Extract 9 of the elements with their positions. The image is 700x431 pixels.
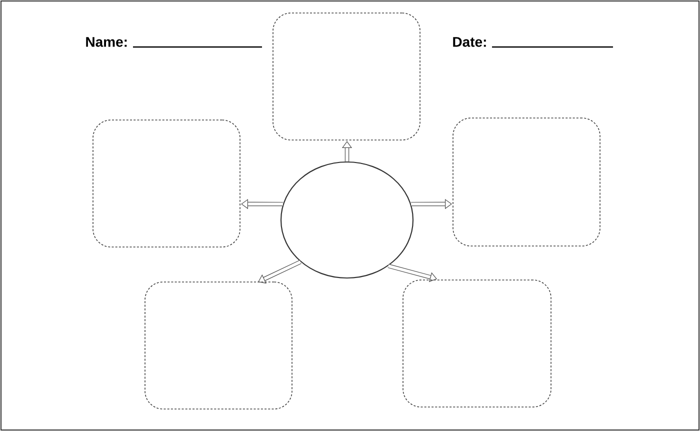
arrow <box>258 260 302 284</box>
process-box <box>144 282 292 410</box>
field-label: Date: <box>453 37 486 47</box>
center-ellipse <box>280 161 414 279</box>
process-box <box>272 12 420 140</box>
field-label: Name: <box>86 37 127 47</box>
process-box <box>452 118 600 246</box>
process-box <box>92 120 240 248</box>
process-box <box>402 280 552 408</box>
